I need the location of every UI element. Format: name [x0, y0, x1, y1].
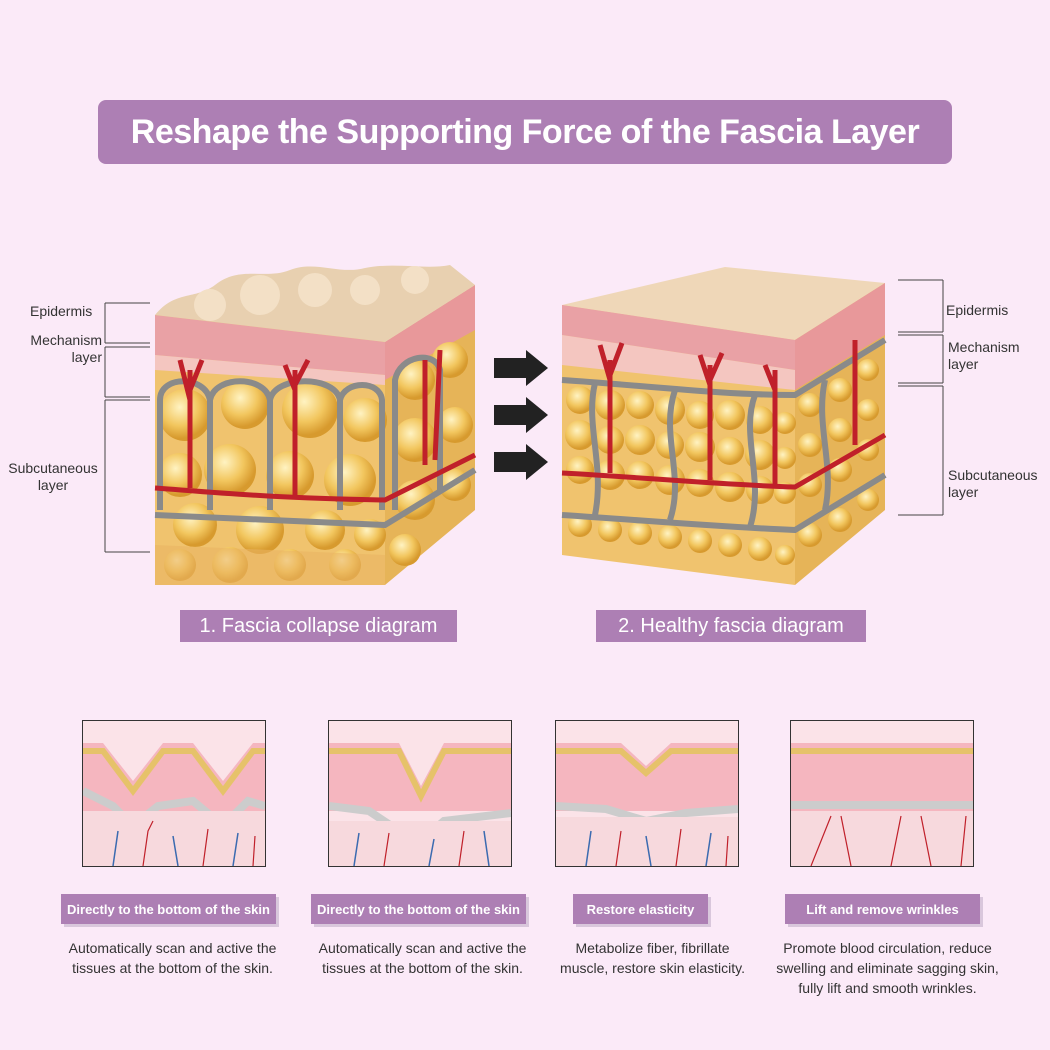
- arrow-right-icon: [494, 444, 548, 480]
- thumbnail-step-1: [82, 720, 266, 867]
- step-2-title: Directly to the bottom of the skin: [311, 894, 526, 924]
- layer-brackets-left: [104, 302, 150, 553]
- thumbnail-step-2: [328, 720, 512, 867]
- healthy-fascia-cube: [561, 267, 887, 585]
- step-3-title: Restore elasticity: [573, 894, 708, 924]
- label-epidermis-right: Epidermis: [946, 302, 1009, 318]
- thumbnail-step-3: [555, 720, 739, 867]
- page-title: Reshape the Supporting Force of the Fasc…: [98, 100, 952, 164]
- thumbnail-step-4: [790, 720, 974, 867]
- step-1-title: Directly to the bottom of the skin: [61, 894, 276, 924]
- collapsed-fascia-cube: [154, 265, 477, 585]
- caption-healthy: 2. Healthy fascia diagram: [596, 610, 866, 642]
- caption-collapse: 1. Fascia collapse diagram: [180, 610, 457, 642]
- label-epidermis-left: Epidermis: [30, 303, 93, 319]
- transition-arrows: [494, 350, 548, 480]
- arrow-right-icon: [494, 350, 548, 386]
- step-4-title: Lift and remove wrinkles: [785, 894, 980, 924]
- layer-brackets-right: [898, 279, 944, 516]
- arrow-right-icon: [494, 397, 548, 433]
